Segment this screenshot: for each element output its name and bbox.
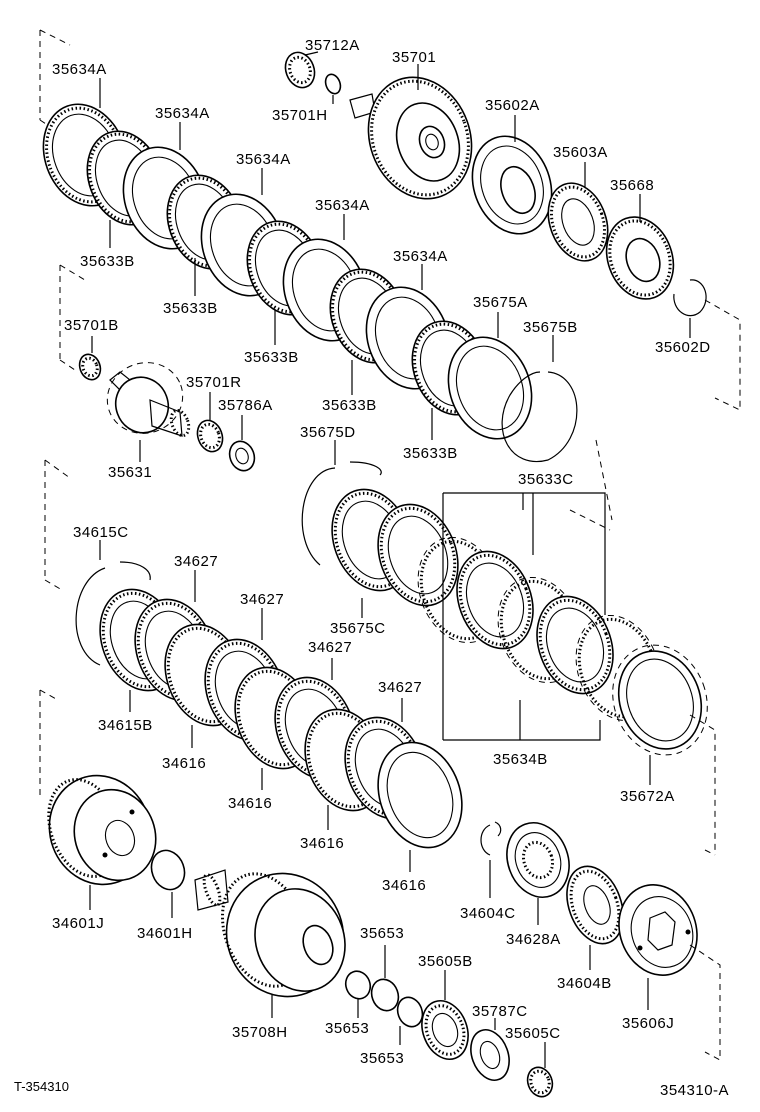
one-way-clutch-34604B — [566, 865, 624, 945]
label-35675D: 35675D — [300, 424, 356, 441]
label-35605C: 35605C — [505, 1025, 561, 1042]
label-35653: 35653 — [360, 925, 404, 942]
label-34604C: 34604C — [460, 905, 516, 922]
label-34616: 34616 — [300, 835, 344, 852]
label-35634A: 35634A — [393, 248, 448, 265]
clutch-drum-35701 — [349, 76, 473, 200]
label-35653: 35653 — [325, 1020, 369, 1037]
label-35633C: 35633C — [518, 471, 574, 488]
label-35634A: 35634A — [236, 151, 291, 168]
label-35653: 35653 — [360, 1050, 404, 1067]
label-35634A: 35634A — [315, 197, 370, 214]
label-34616: 34616 — [382, 877, 426, 894]
label-35633B: 35633B — [80, 253, 135, 270]
o-ring-34601H — [150, 849, 186, 891]
hub-assembly-35631 — [78, 336, 256, 472]
label-34628A: 34628A — [506, 931, 561, 948]
label-35634A: 35634A — [52, 61, 107, 78]
label-34627: 34627 — [240, 591, 284, 608]
label-34627: 34627 — [308, 639, 352, 656]
label-35701B: 35701B — [64, 317, 119, 334]
piston-35602A — [471, 135, 553, 235]
label-34601J: 34601J — [52, 915, 104, 932]
seal-ring-35653-3 — [396, 996, 424, 1028]
seal-ring-35653-2 — [370, 978, 400, 1012]
label-34615C: 34615C — [73, 524, 129, 541]
label-35712A: 35712A — [305, 37, 360, 54]
label-35633B: 35633B — [163, 300, 218, 317]
label-35633B: 35633B — [244, 349, 299, 366]
label-34616: 34616 — [228, 795, 272, 812]
label-35634A: 35634A — [155, 105, 210, 122]
label-35672A: 35672A — [620, 788, 675, 805]
label-35701R: 35701R — [186, 374, 242, 391]
label-35633B: 35633B — [322, 397, 377, 414]
label-34601H: 34601H — [137, 925, 193, 942]
label-34615B: 34615B — [98, 717, 153, 734]
middle-clutch-pack — [301, 440, 716, 856]
clutch-disc-35633C-3 — [536, 595, 614, 695]
label-35786A: 35786A — [218, 397, 273, 414]
label-35605B: 35605B — [418, 953, 473, 970]
label-35675B: 35675B — [523, 319, 578, 336]
race-35786A — [228, 440, 256, 472]
label-35675C: 35675C — [330, 620, 386, 637]
label-35675A: 35675A — [473, 294, 528, 311]
label-35606J: 35606J — [622, 1015, 674, 1032]
part-labels: 35712A 35701 35634A 35701H 35634A 35602A… — [52, 37, 711, 1067]
snap-ring-35602D — [673, 279, 707, 317]
bearing-35605C — [526, 1066, 554, 1098]
needle-bearing-35701R — [196, 419, 224, 453]
seal-ring-35653-1 — [344, 970, 372, 1000]
snap-ring-35675D — [301, 461, 382, 566]
footer-left-code: T-354310 — [14, 1079, 69, 1094]
snap-ring-34604C — [480, 821, 502, 856]
hub-35631 — [106, 362, 191, 438]
snap-ring-35675B — [501, 371, 578, 463]
plate-34628A — [506, 822, 570, 898]
lower-clutch-pack — [39, 459, 463, 872]
snap-ring-34615C — [75, 561, 151, 666]
drum-35708H — [194, 869, 346, 998]
label-35633B: 35633B — [403, 445, 458, 462]
bottom-assembly — [47, 774, 721, 1098]
label-35787C: 35787C — [472, 1003, 528, 1020]
label-35708H: 35708H — [232, 1024, 288, 1041]
label-35634B: 35634B — [493, 751, 548, 768]
front-drum-assembly — [284, 51, 707, 338]
label-35701: 35701 — [392, 49, 436, 66]
label-35602A: 35602A — [485, 97, 540, 114]
return-spring-35603A — [547, 182, 609, 262]
label-34627: 34627 — [174, 553, 218, 570]
footer-right-code: 354310-A — [660, 1082, 729, 1099]
label-34616: 34616 — [162, 755, 206, 772]
clutch-disc-35633C-1 — [377, 503, 459, 607]
upper-clutch-pack — [39, 29, 741, 521]
label-35631: 35631 — [108, 464, 152, 481]
needle-bearing-35701B — [78, 353, 102, 381]
spring-seat-35668 — [605, 216, 675, 300]
label-35603A: 35603A — [553, 144, 608, 161]
needle-bearing-35712A — [284, 51, 316, 89]
label-34604B: 34604B — [557, 975, 612, 992]
label-35668: 35668 — [610, 177, 654, 194]
hub-35606J — [618, 884, 698, 976]
clutch-disc-35633C-2 — [456, 550, 534, 650]
label-34627: 34627 — [378, 679, 422, 696]
race-35787C — [470, 1029, 510, 1081]
drum-34601J — [47, 774, 157, 886]
label-35602D: 35602D — [655, 339, 711, 356]
flange-35672A — [612, 644, 708, 756]
o-ring-35701H — [324, 73, 342, 95]
plate-35675A — [447, 336, 533, 440]
clutch-plate-34616-4 — [377, 741, 463, 849]
label-35701H: 35701H — [272, 107, 328, 124]
bearing-35605B — [421, 1000, 469, 1060]
